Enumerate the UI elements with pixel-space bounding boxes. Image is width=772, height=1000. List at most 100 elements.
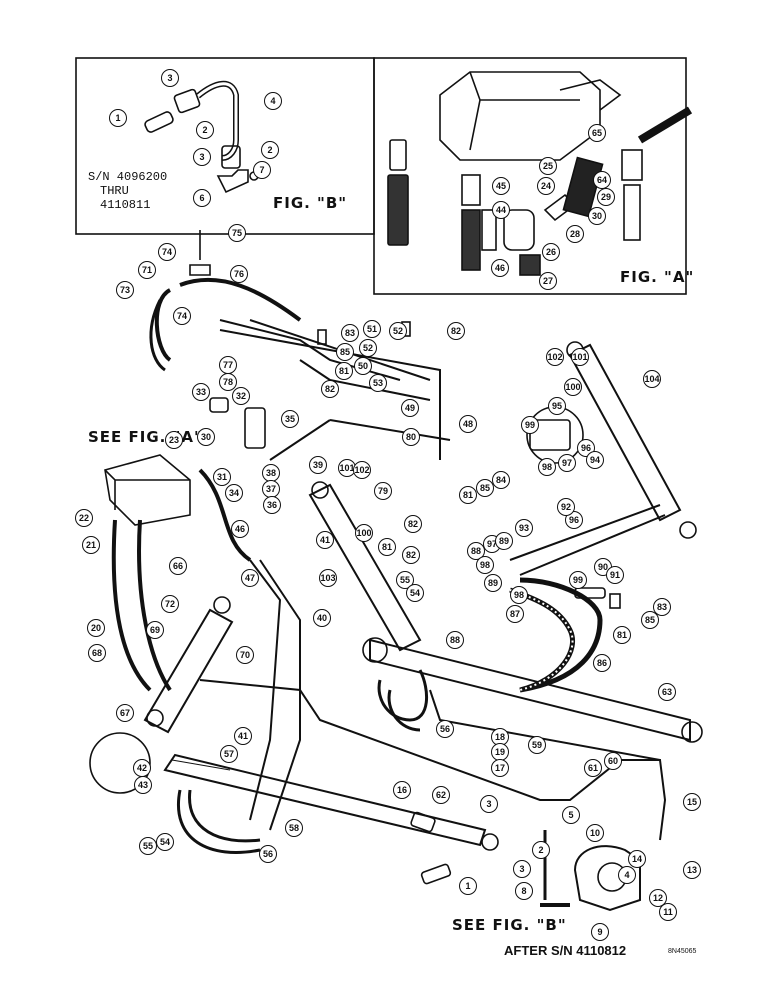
callout: 97 [558, 454, 576, 472]
callout: 52 [359, 339, 377, 357]
callout: 93 [515, 519, 533, 537]
callout: 51 [363, 320, 381, 338]
callout: 13 [683, 861, 701, 879]
callout: 41 [316, 531, 334, 549]
callout: 104 [643, 370, 661, 388]
callout: 67 [116, 704, 134, 722]
fig-b-caption: FIG. "B" [273, 194, 348, 212]
callout: 80 [402, 428, 420, 446]
callout: 31 [213, 468, 231, 486]
callout: 24 [537, 177, 555, 195]
serial-range-line-3: 4110811 [100, 198, 151, 212]
callout: 82 [447, 322, 465, 340]
callout: 45 [492, 177, 510, 195]
serial-range-line-1: S/N 4096200 [88, 170, 168, 184]
callout: 62 [432, 786, 450, 804]
callout: 30 [197, 428, 215, 446]
callout: 34 [225, 484, 243, 502]
callout: 54 [406, 584, 424, 602]
callout: 72 [161, 595, 179, 613]
callout: 48 [459, 415, 477, 433]
callout: 61 [584, 759, 602, 777]
callout: 57 [220, 745, 238, 763]
callout: 43 [134, 776, 152, 794]
callout: 52 [389, 322, 407, 340]
callout: 102 [546, 348, 564, 366]
callout: 66 [169, 557, 187, 575]
callout: 50 [354, 357, 372, 375]
callout: 78 [219, 373, 237, 391]
callout: 68 [88, 644, 106, 662]
callout: 46 [231, 520, 249, 538]
callout: 99 [521, 416, 539, 434]
callout: 82 [404, 515, 422, 533]
callout: 42 [133, 759, 151, 777]
callout: 71 [138, 261, 156, 279]
cylinder-100 [308, 481, 422, 652]
callout: 36 [263, 496, 281, 514]
callout: 10 [586, 824, 604, 842]
callout: 3 [193, 148, 211, 166]
callout: 22 [75, 509, 93, 527]
callout: 3 [480, 795, 498, 813]
callout: 101 [571, 348, 589, 366]
callout: 88 [467, 542, 485, 560]
callout: 81 [335, 362, 353, 380]
callout: 74 [158, 243, 176, 261]
callout: 75 [228, 224, 246, 242]
callout: 4 [618, 866, 636, 884]
callout: 74 [173, 307, 191, 325]
fig-a-sketch [387, 71, 693, 276]
callout: 14 [628, 850, 646, 868]
callout: 60 [604, 752, 622, 770]
callout: 70 [236, 646, 254, 664]
callout: 64 [593, 171, 611, 189]
callout: 84 [492, 471, 510, 489]
callout: 53 [369, 374, 387, 392]
callout: 76 [230, 265, 248, 283]
callout: 47 [241, 569, 259, 587]
callout: 85 [336, 343, 354, 361]
callout: 30 [588, 207, 606, 225]
callout: 59 [528, 736, 546, 754]
callout: 1 [459, 877, 477, 895]
callout: 7 [253, 161, 271, 179]
callout: 63 [658, 683, 676, 701]
callout: 85 [641, 611, 659, 629]
cylinder-63 [362, 637, 703, 743]
callout: 9 [591, 923, 609, 941]
callout: 91 [606, 566, 624, 584]
callout: 98 [538, 458, 556, 476]
callout: 54 [156, 833, 174, 851]
callout: 87 [506, 605, 524, 623]
callout: 39 [309, 456, 327, 474]
callout: 102 [353, 461, 371, 479]
callout: 44 [492, 201, 510, 219]
callout: 11 [659, 903, 677, 921]
fig-a-frame [373, 57, 687, 295]
callout: 81 [378, 538, 396, 556]
callout: 40 [313, 609, 331, 627]
callout: 89 [484, 574, 502, 592]
callout: 6 [193, 189, 211, 207]
callout: 56 [259, 845, 277, 863]
callout: 65 [588, 124, 606, 142]
callout: 89 [495, 532, 513, 550]
callout: 94 [586, 451, 604, 469]
callout: 79 [374, 482, 392, 500]
callout: 81 [613, 626, 631, 644]
callout: 21 [82, 536, 100, 554]
callout: 16 [393, 781, 411, 799]
callout: 103 [319, 569, 337, 587]
fig-a-caption: FIG. "A" [620, 268, 695, 286]
see-fig-a-note: SEE FIG. "A" [88, 428, 203, 446]
callout: 3 [513, 860, 531, 878]
callout: 8 [515, 882, 533, 900]
callout: 100 [355, 524, 373, 542]
callout: 81 [459, 486, 477, 504]
callout: 20 [87, 619, 105, 637]
serial-range-line-2: THRU [100, 184, 129, 198]
callout: 55 [139, 837, 157, 855]
